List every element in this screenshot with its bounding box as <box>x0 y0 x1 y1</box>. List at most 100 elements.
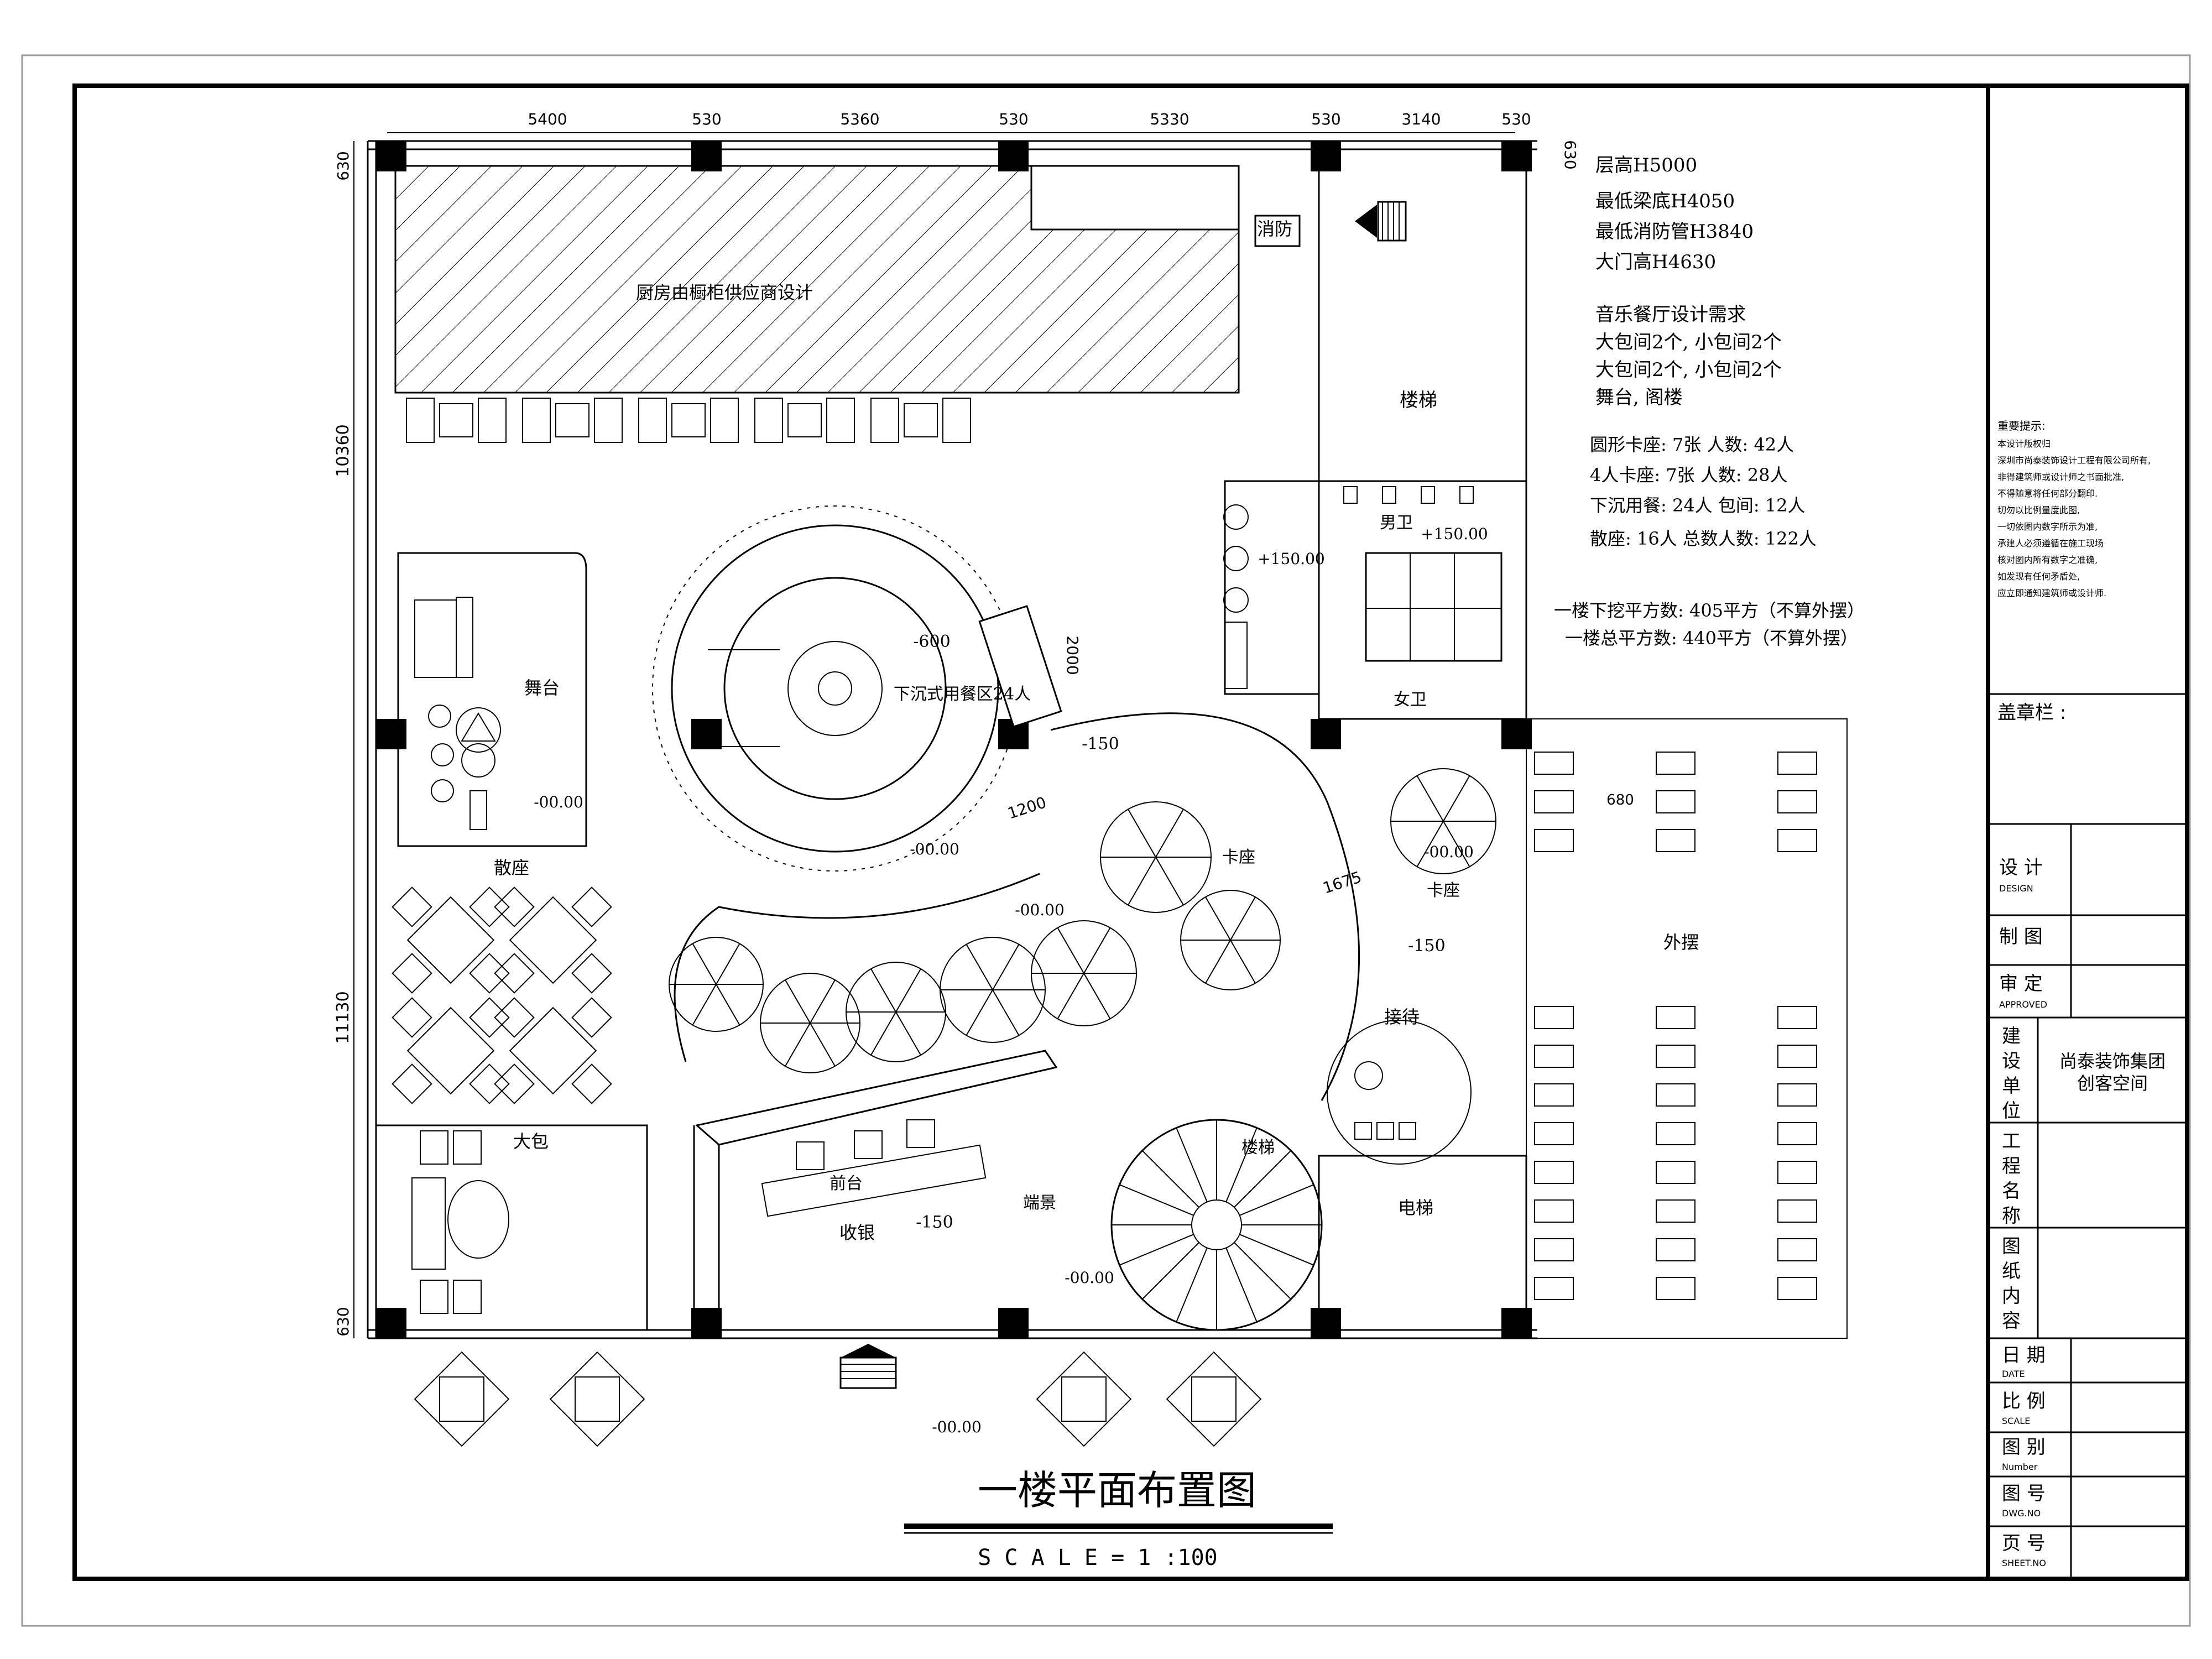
dim-left-4: 630 <box>334 1307 352 1336</box>
scale-label: 比 例 <box>2002 1390 2046 1412</box>
outdoor-chair <box>1777 829 1817 852</box>
outdoor-chair <box>1656 1083 1695 1107</box>
terrace-table <box>1166 1351 1262 1447</box>
outdoor-chair <box>1777 790 1817 813</box>
loose-seats-label: 散座 <box>494 857 529 878</box>
booth-2-label: 卡座 <box>1427 881 1460 900</box>
booth-seat <box>406 398 435 443</box>
front-terrace-seats <box>414 1351 1262 1447</box>
note-line-2: 最低梁底H4050 <box>1595 190 1735 212</box>
date-label-en: DATE <box>2002 1369 2025 1379</box>
four-seat-table <box>392 886 510 994</box>
outdoor-chair <box>1777 1238 1817 1261</box>
fire-label: 消防 <box>1257 218 1292 239</box>
booth-seat <box>942 398 971 443</box>
client-label-4: 位 <box>2002 1100 2021 1122</box>
level-toilet-f: +150.00 <box>1258 550 1324 568</box>
approved-label: 审 定 <box>1999 973 2043 995</box>
outdoor-chair <box>1656 790 1695 813</box>
spiral-stairs-label: 楼梯 <box>1241 1138 1275 1157</box>
notice-line-4: 不得随意将任何部分翻印. <box>1997 488 2098 499</box>
outdoor-label: 外摆 <box>1663 932 1699 953</box>
terrace-table <box>549 1351 645 1447</box>
project-label-4: 称 <box>2002 1205 2021 1227</box>
area-line-2: 一楼总平方数: 440平方（不算外摆） <box>1565 628 1858 649</box>
outdoor-chair <box>1534 1238 1574 1261</box>
round-booth-group <box>669 768 1496 1073</box>
notice-line-2: 深圳市尚泰装饰设计工程有限公司所有, <box>1997 455 2151 466</box>
dim-top-6: 530 <box>1311 110 1340 128</box>
dim-top-7: 3140 <box>1401 110 1441 128</box>
outdoor-chair <box>1534 752 1574 775</box>
level-6: -00.00 <box>910 840 959 858</box>
sunken-dining-area <box>652 505 1062 872</box>
note-line-4: 大门高H4630 <box>1595 251 1716 273</box>
note-line-6: 大包间2个, 小包间2个 <box>1595 331 1782 353</box>
title-block: 重要提示: 本设计版权归深圳市尚泰装饰设计工程有限公司所有,非得建筑师或设计师之… <box>1986 86 2187 1579</box>
outdoor-chair <box>1777 1122 1817 1145</box>
dim-right-top: 630 <box>1561 140 1579 169</box>
outdoor-chair <box>1656 1238 1695 1261</box>
client-label-2: 设 <box>2002 1050 2021 1072</box>
notice-title: 重要提示: <box>1997 419 2046 432</box>
round-booth <box>940 937 1046 1043</box>
dim-top-2: 530 <box>692 110 721 128</box>
level-sunken: -600 <box>913 632 950 651</box>
round-booth <box>1031 920 1137 1026</box>
dim-path-2: 1675 <box>1321 868 1364 897</box>
front-desk-label: 前台 <box>830 1174 863 1193</box>
four-seat-table <box>392 997 510 1104</box>
dim-top-3: 5360 <box>840 110 879 128</box>
booth-table <box>904 403 938 437</box>
booth-1-label: 卡座 <box>1222 848 1255 867</box>
level-4: -150 <box>916 1213 953 1232</box>
scale-label-en: SCALE <box>2002 1416 2030 1426</box>
notice-line-7: 承建人必须遵循在施工现场 <box>1997 538 2104 549</box>
outdoor-chair <box>1777 1277 1817 1300</box>
booth-seat <box>522 398 551 443</box>
content-label-2: 纸 <box>2002 1260 2021 1282</box>
female-wc-label: 女卫 <box>1394 690 1427 709</box>
dwg-no-label-en: DWG.NO <box>2002 1508 2041 1519</box>
booth-seat <box>870 398 899 443</box>
client-label-3: 单 <box>2002 1075 2021 1097</box>
stat-line-4: 散座: 16人 总数人数: 122人 <box>1590 528 1817 549</box>
dim-path-1: 1200 <box>1005 793 1048 822</box>
dim-booth-gap: 680 <box>1606 792 1634 808</box>
round-booth <box>1390 768 1496 874</box>
project-label-1: 工 <box>2002 1130 2021 1152</box>
design-notes: 层高H5000 最低梁底H4050 最低消防管H3840 大门高H4630 音乐… <box>1554 154 1865 649</box>
loose-seat-group <box>392 886 612 1104</box>
notice-line-8: 核对图内所有数字之准确, <box>1997 555 2098 565</box>
structural-columns <box>376 141 1532 1338</box>
outdoor-chair <box>1534 1122 1574 1145</box>
outdoor-chair <box>1534 790 1574 813</box>
project-label-2: 程 <box>2002 1155 2021 1177</box>
kitchen-label: 厨房由橱柜供应商设计 <box>636 282 813 303</box>
dim-top-5: 5330 <box>1150 110 1189 128</box>
front-desk-area <box>693 1050 1058 1330</box>
stat-line-3: 下沉用餐: 24人 包间: 12人 <box>1590 495 1806 516</box>
stat-line-1: 圆形卡座: 7张 人数: 42人 <box>1590 434 1794 455</box>
outdoor-chair <box>1777 1083 1817 1107</box>
elevator-label: 电梯 <box>1398 1197 1433 1218</box>
outdoor-chair <box>1656 829 1695 852</box>
sheet-outer-frame <box>21 54 2191 1627</box>
booth-table <box>439 403 473 437</box>
reception-area <box>1327 1020 1472 1165</box>
drawing-title: 一楼平面布置图 <box>978 1467 1256 1514</box>
level-3: -150 <box>1408 936 1445 956</box>
content-label-3: 内 <box>2002 1285 2021 1307</box>
round-booth <box>1100 801 1212 913</box>
booth-seat <box>710 398 739 443</box>
outdoor-chair <box>1656 1161 1695 1184</box>
reception-label: 接待 <box>1384 1006 1420 1027</box>
sheet-inner-frame <box>72 84 2189 1581</box>
outdoor-chair <box>1777 1045 1817 1068</box>
stamp-label: 盖章栏 : <box>1997 702 2066 724</box>
dim-top-4: 530 <box>999 110 1028 128</box>
outdoor-chair <box>1534 829 1574 852</box>
level-entrance: -00.00 <box>932 1418 982 1436</box>
outdoor-chair <box>1534 1006 1574 1029</box>
